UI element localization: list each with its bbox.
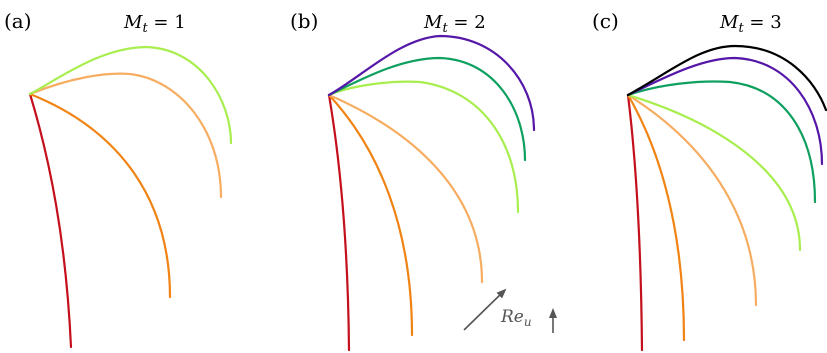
panel-c-curve-light-green — [626, 93, 802, 252]
panel-c-curve-black — [626, 44, 827, 112]
panel-a-curve-red — [28, 92, 73, 349]
re-u-label: Reu — [500, 307, 532, 329]
panel-c-curve-orange — [626, 93, 686, 342]
panel-c-curve-light-orange — [626, 93, 758, 307]
panel-c-curve-green — [626, 80, 817, 204]
panel-b-label: (b) — [290, 9, 318, 33]
panel-c-curve-red — [626, 93, 644, 352]
panel-c-label: (c) — [592, 9, 619, 33]
panel-c-title: Mt = 3 — [719, 12, 782, 36]
panel-a: (a) Mt = 1 — [4, 9, 233, 349]
panel-a-label: (a) — [4, 9, 32, 33]
panel-b-curve-green — [327, 56, 527, 162]
panel-a-curve-light-green — [28, 45, 233, 145]
panel-b-curve-purple — [327, 34, 536, 132]
re-u-arrow-diagonal — [463, 288, 507, 331]
panel-c-curve-purple — [626, 56, 824, 166]
panel-b-title: Mt = 2 — [423, 12, 486, 36]
panel-b-curve-light-green — [327, 80, 520, 214]
panel-b-curve-red — [327, 93, 351, 352]
panel-a-curve-light-orange — [28, 72, 223, 199]
panel-b-curve-orange — [327, 93, 414, 337]
panel-b-curve-light-orange — [327, 93, 484, 284]
panel-a-title: Mt = 1 — [123, 12, 186, 36]
panel-c: (c) Mt = 3 — [592, 9, 827, 352]
panel-a-curve-orange — [28, 92, 172, 299]
panel-b: (b) Mt = 2 Reu — [290, 9, 557, 352]
